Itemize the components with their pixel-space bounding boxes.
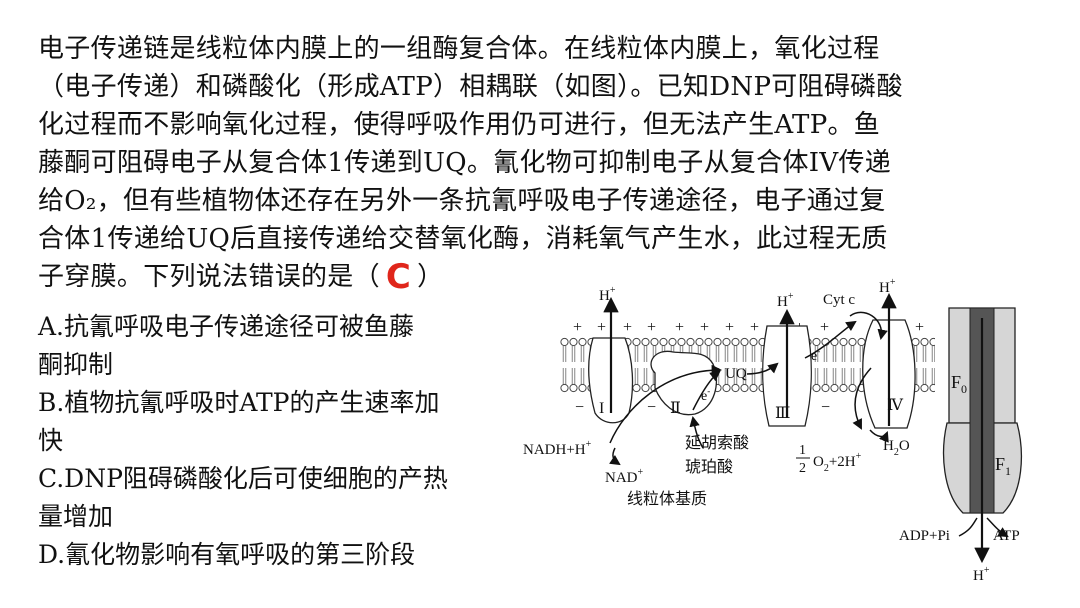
atp-arrow	[986, 517, 1009, 538]
svg-text:2: 2	[799, 461, 806, 476]
question-line-7: 子穿膜。下列说法错误的是（C）	[38, 257, 444, 297]
option-a-line-2: 酮抑制	[38, 350, 114, 379]
complex-2	[650, 350, 717, 416]
option-d: D.氰化物影响有氧呼吸的第三阶段	[38, 540, 416, 569]
electron-transport-diagram: ++ ++ ++ ++ ++ + −− −− −− I Ⅱ Ⅲ Ⅳ F0 F1 …	[523, 278, 1022, 584]
water-label: H2O	[883, 438, 910, 458]
cytc-label: Cyt c	[823, 292, 855, 308]
adp-arrow	[958, 517, 978, 537]
succinate-label: 琥珀酸	[685, 457, 733, 476]
svg-text:+: +	[700, 319, 709, 336]
f0-label: F0	[951, 372, 967, 396]
question-line-6: 合体1传递给UQ后直接传递给交替氧化酶，消耗氧气产生水，此过程无质	[38, 224, 888, 254]
complex-2-label: Ⅱ	[670, 400, 681, 417]
water-arrow	[869, 429, 889, 443]
complex-4-label: Ⅳ	[887, 397, 904, 414]
complex-3-label: Ⅲ	[775, 405, 790, 422]
proton-label-1: H+	[599, 285, 616, 304]
option-a-line-1: A.抗氰呼吸电子传递途径可被鱼藤	[38, 312, 415, 341]
svg-text:−: −	[647, 399, 656, 416]
question-line-5: 给O₂，但有些植物体还存在另外一条抗氰呼吸电子传递途径，电子通过复	[38, 186, 886, 216]
question-line-1: 电子传递链是线粒体内膜上的一组酶复合体。在线粒体内膜上，氧化过程	[38, 34, 880, 64]
svg-text:+: +	[623, 319, 632, 336]
oxygen-equation: 1 2 O2+2H+	[796, 443, 862, 476]
option-c-line-2: 量增加	[38, 502, 114, 531]
proton-label-4: H+	[879, 278, 896, 296]
electron-arrow-cytc-loop	[849, 311, 888, 341]
matrix-label: 线粒体基质	[627, 489, 707, 508]
svg-text:O2+2H+: O2+2H+	[813, 451, 862, 474]
svg-text:1: 1	[799, 443, 806, 458]
fumarate-label: 延胡索酸	[685, 433, 749, 452]
svg-text:+: +	[597, 319, 606, 336]
svg-text:+: +	[675, 319, 684, 336]
electron-label-2: e-	[811, 346, 820, 364]
svg-text:−: −	[575, 399, 584, 416]
electron-arrow-nadh	[609, 364, 723, 444]
nadh-label: NADH+H+	[523, 439, 592, 458]
f1-label: F1	[995, 454, 1011, 478]
proton-label-atp: H+	[973, 565, 990, 584]
question-line-3: 化过程而不影响氧化过程，使得呼吸作用仍可进行，但无法产生ATP。鱼	[38, 110, 881, 140]
question-line-4: 藤酮可阻碍电子从复合体1传递到UQ。氰化物可抑制电子从复合体IV传递	[38, 148, 892, 178]
nad-arrow	[609, 447, 621, 466]
adp-label: ADP+Pi	[899, 528, 950, 544]
electron-label-1: e-	[701, 386, 710, 404]
question-close-paren: ）	[417, 262, 444, 292]
option-b-line-1: B.植物抗氰呼吸时ATP的产生速率加	[38, 388, 440, 417]
svg-text:+: +	[647, 319, 656, 336]
electron-arrow-to-complex3	[746, 362, 779, 375]
uq-label: UQ	[725, 366, 747, 382]
complex-1-label: I	[599, 400, 604, 417]
answer-mark: C	[385, 257, 412, 297]
succinate-arrow	[689, 415, 704, 449]
atp-label: ATP	[993, 528, 1020, 544]
electron-arrow-to-cytc	[804, 320, 857, 359]
question-stem-end: 子穿膜。下列说法错误的是（	[38, 262, 380, 292]
svg-text:+: +	[750, 319, 759, 336]
electron-arrow-to-oxygen	[852, 367, 872, 430]
svg-text:+: +	[725, 319, 734, 336]
svg-text:+: +	[915, 319, 924, 336]
proton-label-3: H+	[777, 291, 794, 310]
nad-label: NAD+	[605, 467, 644, 486]
electron-arrow-complex2	[692, 370, 721, 411]
option-c-line-1: C.DNP阻碍磷酸化后可使细胞的产热	[38, 464, 448, 493]
svg-text:+: +	[573, 319, 582, 336]
svg-text:+: +	[820, 319, 829, 336]
option-b-line-2: 快	[38, 426, 64, 455]
question-line-2: （电子传递）和磷酸化（形成ATP）相耦联（如图）。已知DNP可阻碍磷酸	[38, 72, 903, 102]
svg-text:−: −	[821, 399, 830, 416]
